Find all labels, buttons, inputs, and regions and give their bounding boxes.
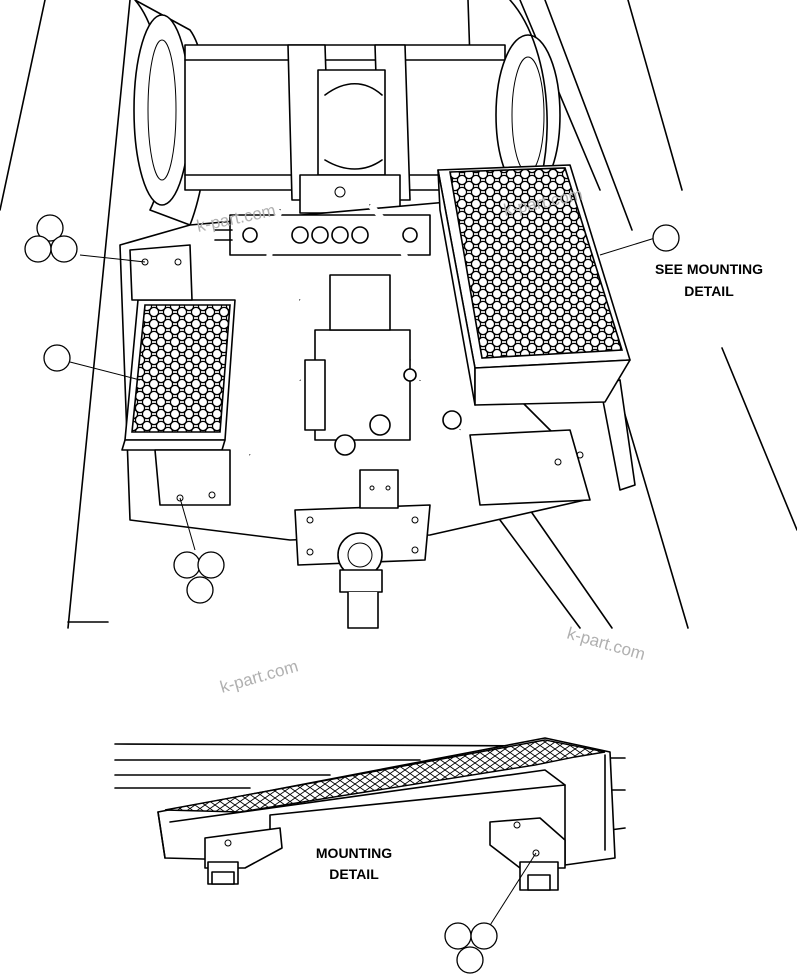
callout-cluster-lower-left bbox=[173, 551, 225, 604]
see-mounting-label-line2: DETAIL bbox=[684, 283, 734, 299]
callout-cluster-upper-left bbox=[24, 214, 78, 263]
hydraulic-hoses bbox=[246, 202, 465, 476]
see-mounting-label-line1: SEE MOUNTING bbox=[655, 261, 763, 277]
watermark-3: k-part.com bbox=[218, 656, 300, 696]
drive-shaft bbox=[294, 469, 431, 629]
mounting-detail-label-line2: DETAIL bbox=[329, 866, 379, 882]
top-view: SEE MOUNTING DETAIL bbox=[0, 0, 797, 629]
callout-right-step bbox=[652, 224, 680, 252]
left-step bbox=[121, 244, 236, 506]
right-bracket bbox=[469, 379, 636, 506]
mounting-detail-view: MOUNTING DETAIL bbox=[114, 737, 626, 974]
right-step bbox=[437, 164, 631, 406]
callout-cluster-detail bbox=[444, 922, 498, 974]
watermark-4: k-part.com bbox=[565, 624, 647, 664]
leader-lines bbox=[69, 237, 656, 551]
gearbox bbox=[287, 44, 411, 214]
callout-left-step bbox=[43, 344, 71, 372]
pump-body bbox=[304, 274, 462, 456]
mounting-detail-label-line1: MOUNTING bbox=[316, 845, 392, 861]
